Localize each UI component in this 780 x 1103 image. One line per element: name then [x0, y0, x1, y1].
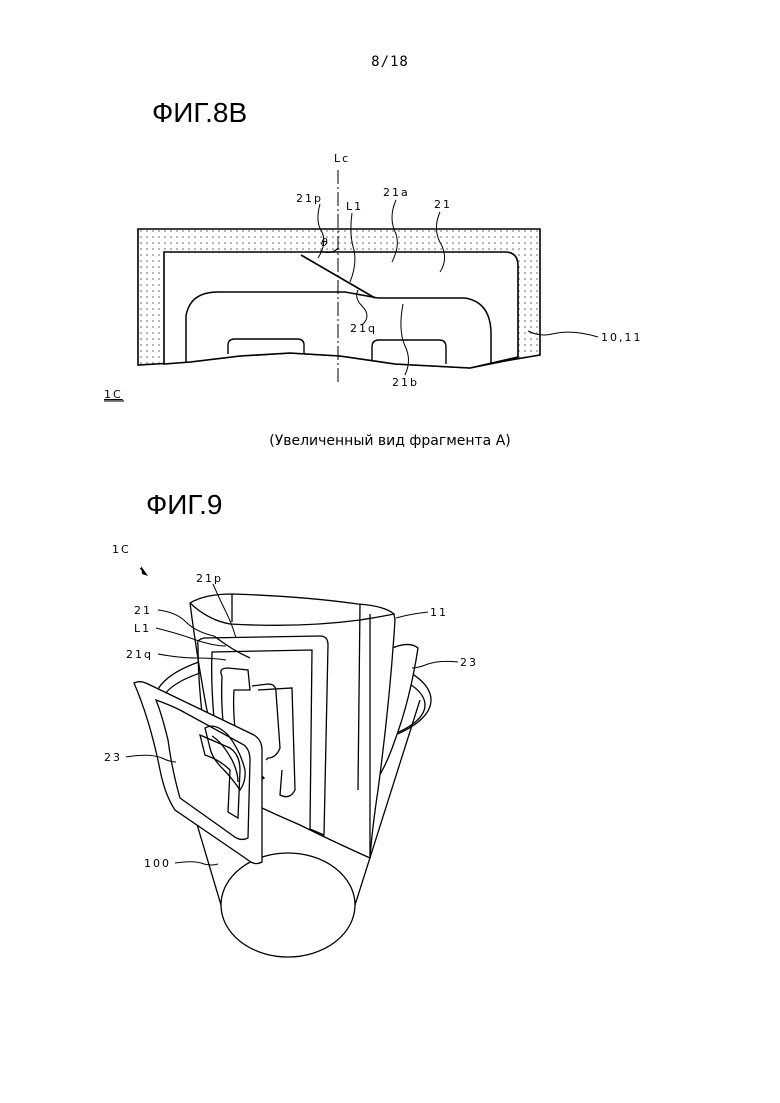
inner-filter-region	[164, 252, 518, 368]
label-l1: L1	[346, 200, 363, 213]
label-21a: 21a	[383, 186, 410, 199]
leader-100	[175, 862, 218, 865]
label-21: 21	[134, 604, 152, 617]
figure-9-drawing	[126, 566, 458, 957]
label-21b: 21b	[392, 376, 419, 389]
cup-bottom	[221, 853, 355, 957]
leader-23-right	[412, 661, 458, 668]
label-l1: L1	[134, 622, 151, 635]
label-lc: Lc	[334, 152, 350, 165]
label-11: 11	[430, 606, 448, 619]
label-21p: 21p	[296, 192, 323, 205]
label-10-11: 10,11	[601, 331, 643, 344]
label-21q: 21q	[350, 322, 377, 335]
label-theta: θ	[321, 236, 330, 249]
label-1c-ref: 1C	[104, 388, 123, 401]
arrow-1c	[141, 566, 148, 576]
label-21: 21	[434, 198, 452, 211]
figure-8b-drawing: Lc 21p L1 21a 21 θ 21q 21b 10,11 1C	[104, 152, 643, 401]
label-21p: 21p	[196, 572, 223, 585]
label-23-left: 23	[104, 751, 122, 764]
leader-11	[396, 612, 428, 618]
label-1c: 1C	[112, 543, 131, 556]
label-21q: 21q	[126, 648, 153, 661]
label-100: 100	[144, 857, 171, 870]
label-23-right: 23	[460, 656, 478, 669]
